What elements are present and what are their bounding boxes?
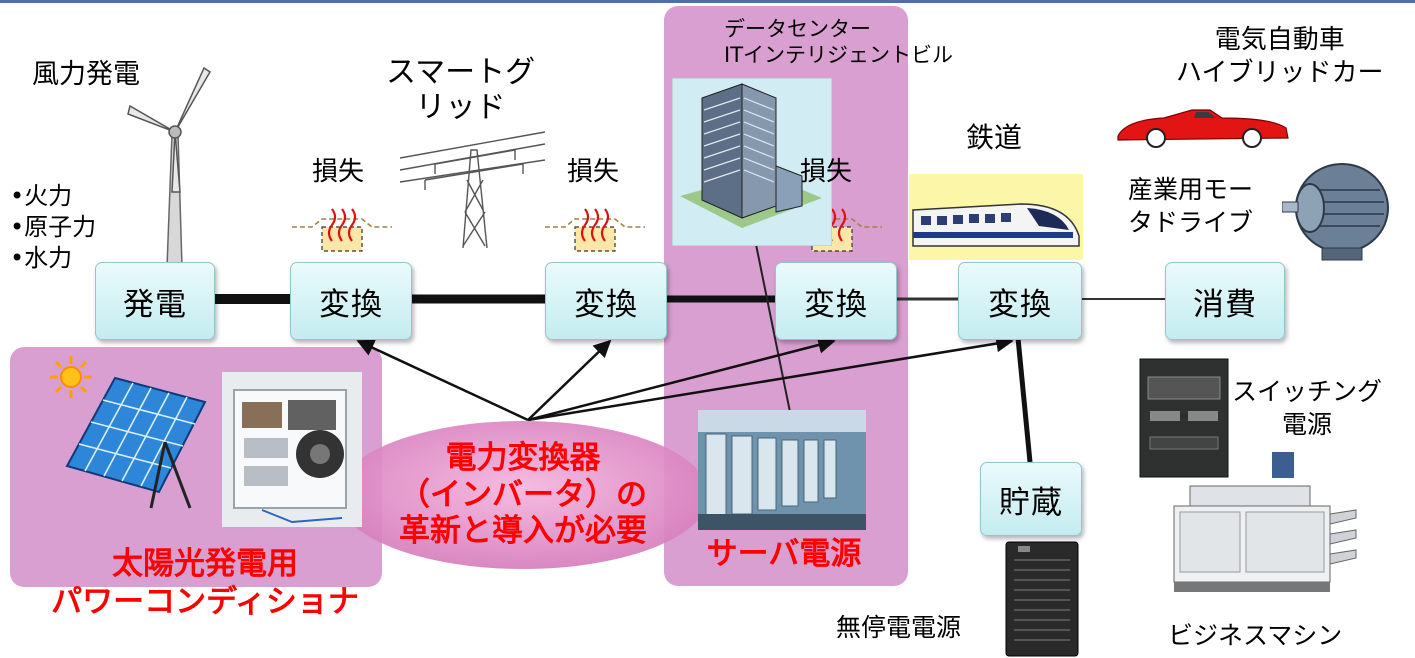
source-list: •火力 •原子力 •水力 — [10, 181, 96, 274]
datacenter-label: データセンター ITインテリジェントビル — [724, 17, 954, 68]
node-conversion-3: 変換 — [775, 262, 897, 340]
inverter-ellipse — [337, 421, 709, 569]
top-border — [0, 0, 1415, 3]
arrow-to-conv2 — [527, 339, 612, 421]
building-icon — [672, 78, 832, 246]
source-item: •水力 — [10, 244, 73, 272]
railway-label: 鉄道 — [966, 121, 1023, 154]
node-conversion-4: 変換 — [958, 262, 1082, 340]
electric-motor-icon — [1282, 163, 1389, 261]
node-generation: 発電 — [95, 262, 215, 340]
inverter-callout: 電力変換器 （インバータ）の 革新と導入が必要 — [399, 440, 647, 550]
arrow-to-conv4 — [527, 334, 1014, 422]
heat-wave-icon — [292, 208, 392, 252]
copier-icon — [1173, 452, 1357, 592]
sun-icon — [50, 356, 92, 398]
source-item: •原子力 — [10, 213, 97, 241]
loss-label-1: 損失 — [312, 157, 365, 187]
switching-psu-icon — [1139, 358, 1229, 478]
server-psu-callout: サーバ電源 — [706, 536, 862, 572]
node-conversion-2: 変換 — [545, 262, 667, 340]
motor-label: 産業用モー タドライブ — [1128, 175, 1254, 237]
wind-turbine-icon — [127, 66, 212, 268]
heat-wave-icon — [545, 208, 645, 252]
business-machine-label: ビジネスマシン — [1168, 621, 1343, 650]
sports-car-icon — [1117, 109, 1289, 148]
line-conv4-storage — [1015, 337, 1033, 463]
smart-grid-label: スマートグ リッド — [386, 55, 536, 125]
source-item: •火力 — [10, 182, 73, 210]
arrow-to-conv1 — [356, 339, 529, 422]
power-conditioner-icon — [222, 372, 362, 527]
server-room-icon — [698, 410, 866, 530]
switching-psu-label: スイッチング 電源 — [1232, 377, 1383, 439]
ev-label: 電気自動車 ハイブリッドカー — [1176, 25, 1384, 89]
ups-tower-icon — [1005, 541, 1079, 657]
power-tower-icon — [399, 131, 546, 249]
train-icon — [909, 174, 1083, 260]
solar-conditioner-callout: 太陽光発電用 パワーコンディショナ — [51, 546, 359, 620]
loss-label-3: 損失 — [800, 157, 853, 187]
solar-panel-icon — [65, 376, 207, 509]
arrow-to-conv3 — [527, 336, 836, 422]
node-consumption: 消費 — [1165, 262, 1285, 340]
loss-label-2: 損失 — [567, 157, 620, 187]
ups-label: 無停電電源 — [836, 613, 962, 642]
node-conversion-1: 変換 — [290, 262, 412, 340]
wind-power-label: 風力発電 — [32, 59, 140, 90]
node-storage: 貯蔵 — [980, 462, 1082, 536]
